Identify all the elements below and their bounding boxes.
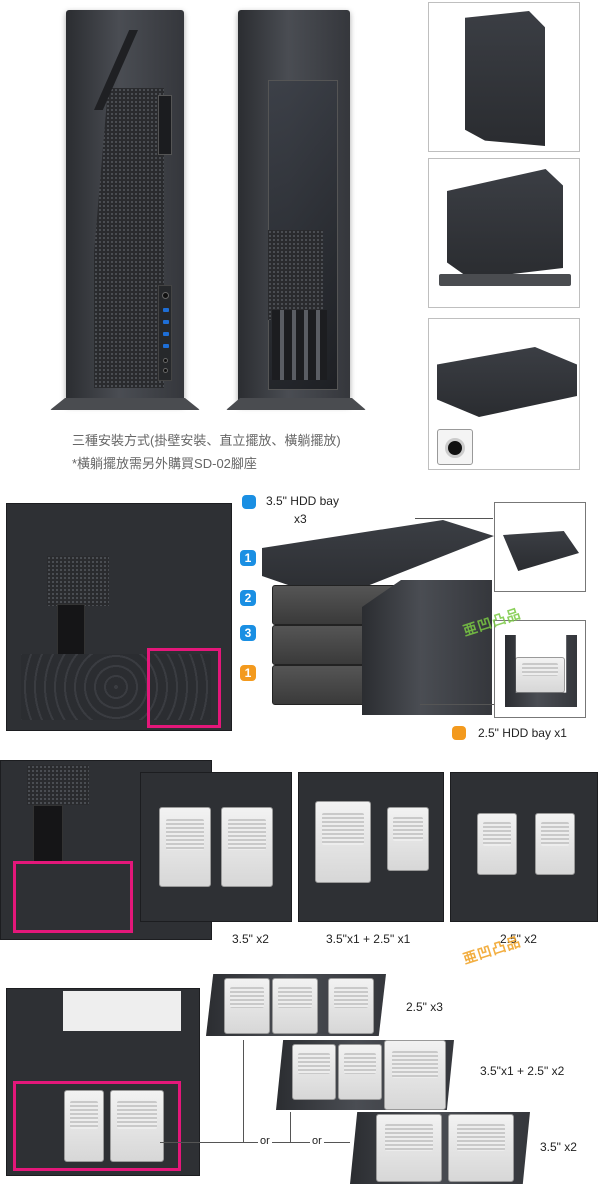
hdd-35-icon <box>315 801 371 883</box>
pcie-slots <box>272 310 327 380</box>
riser-cable <box>57 604 85 662</box>
config-photo-3 <box>450 772 598 922</box>
bracket-label-1: 2.5" x3 <box>406 1000 443 1014</box>
mounting-caption-line2: *橫躺擺放需另外購買SD-02腳座 <box>72 456 257 471</box>
bracket-config-1 <box>206 974 386 1036</box>
bracket-config-2 <box>276 1040 454 1110</box>
bracket-label-2: 3.5"x1 + 2.5" x2 <box>480 1064 565 1078</box>
mounting-caption-line1: 三種安裝方式(掛壁安裝、直立擺放、橫躺擺放) <box>72 433 341 448</box>
bracket-highlight <box>13 1081 181 1171</box>
thumb-wall-mount <box>428 2 580 152</box>
callout-top-plate <box>494 502 586 592</box>
config-label-2: 3.5"x1 + 2.5" x1 <box>326 932 411 946</box>
config-highlight <box>13 861 133 933</box>
watermark-logo: 亜凹凸品 <box>460 933 524 967</box>
or-label-1: or <box>258 1135 272 1147</box>
io-strip <box>158 285 172 381</box>
config-photo-1 <box>140 772 292 922</box>
motherboard-tray <box>21 654 211 720</box>
connector-v2 <box>290 1112 291 1142</box>
cage-side-bracket <box>362 580 492 715</box>
bay35-legend-dot <box>242 495 256 509</box>
bay25-label: 2.5" HDD bay x1 <box>478 726 567 740</box>
sd02-foot-icon <box>437 429 473 465</box>
config-label-3: 2.5" x2 <box>500 932 537 946</box>
thumb-horizontal <box>428 318 580 470</box>
usb-port-icon <box>163 332 169 336</box>
case-interior-photo <box>6 503 232 731</box>
bay35-count: x3 <box>294 512 307 526</box>
config-photo-2 <box>298 772 444 922</box>
case-front-view <box>66 10 184 405</box>
usb-port-icon <box>163 308 169 312</box>
audio-jack-icon <box>163 358 168 363</box>
audio-jack-icon <box>163 368 168 373</box>
bay25-legend-dot <box>452 726 466 740</box>
side-stand <box>226 398 366 410</box>
side-mesh-panel <box>268 230 323 320</box>
bay-badge-3: 3 <box>240 625 256 641</box>
bay-badge-4: 1 <box>240 665 256 681</box>
optical-slot <box>158 95 172 155</box>
or-label-2: or <box>310 1135 324 1147</box>
case-side-view <box>238 10 350 405</box>
interior-fan-grille <box>47 556 109 606</box>
callout-line-bottom <box>420 704 494 705</box>
bracket-label-3: 3.5" x2 <box>540 1140 577 1154</box>
hdd-35-icon <box>159 807 211 887</box>
bracket-interior-photo <box>6 988 200 1176</box>
thumb-stand <box>439 274 571 286</box>
bay-badge-2: 2 <box>240 590 256 606</box>
hdd-cage <box>262 495 498 735</box>
usb-port-icon <box>163 344 169 348</box>
usb-port-icon <box>163 320 169 324</box>
thumb-case-upright <box>447 169 563 279</box>
thumb-upright <box>428 158 580 308</box>
hdd-bay-highlight <box>147 648 221 728</box>
power-button-icon <box>162 292 169 299</box>
front-mesh-panel <box>94 88 164 388</box>
thumb-case-tilted <box>465 11 545 146</box>
connector-h <box>160 1142 350 1143</box>
thumb-case-flat <box>437 347 577 417</box>
config-label-1: 3.5" x2 <box>232 932 269 946</box>
hdd-25-icon <box>477 813 517 875</box>
connector-v1 <box>243 1040 244 1142</box>
callout-25-bracket <box>494 620 586 718</box>
bay35-label: 3.5" HDD bay <box>266 494 339 508</box>
bay-badge-1: 1 <box>240 550 256 566</box>
hdd-35-icon <box>221 807 273 887</box>
callout-line-top <box>415 518 493 519</box>
front-stand <box>50 398 200 410</box>
hdd-25-icon <box>387 807 429 871</box>
bracket-config-3 <box>350 1112 530 1184</box>
hdd-25-icon <box>535 813 575 875</box>
